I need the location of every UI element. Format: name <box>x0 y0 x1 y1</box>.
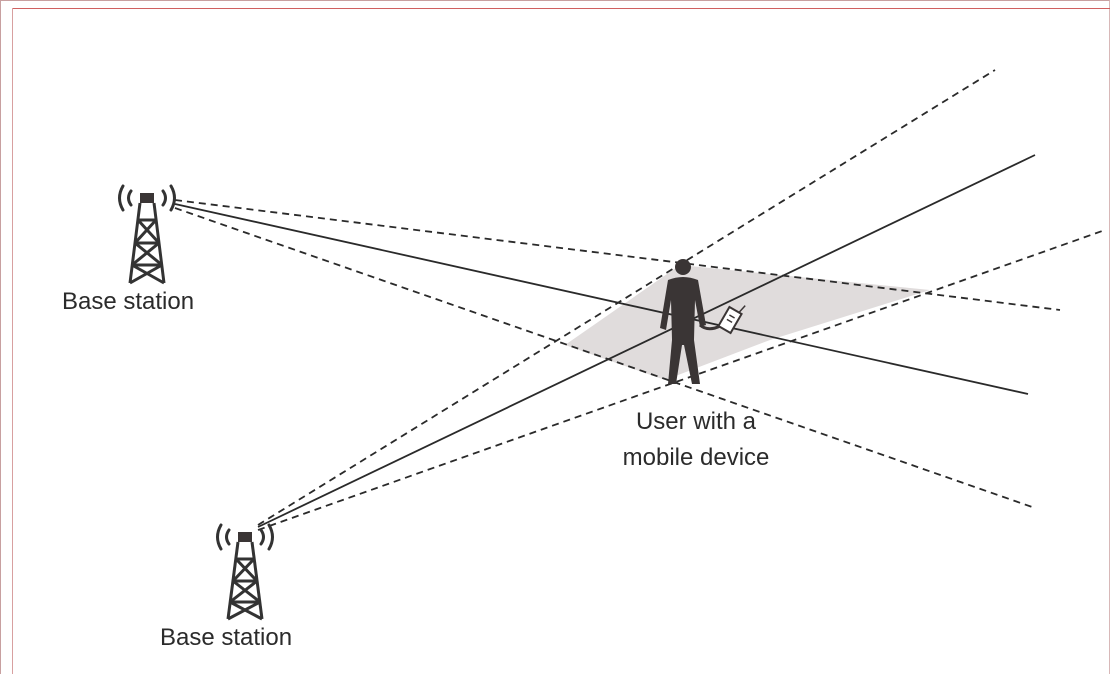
user-label-line2: mobile device <box>622 444 770 471</box>
bottom-beam-solid <box>257 154 1036 528</box>
bottom-beam-dashed-upper <box>257 69 996 526</box>
top-beam-solid <box>174 203 1029 395</box>
frame-left-rule <box>12 8 13 674</box>
base-station-top-label: Base station <box>62 288 195 315</box>
bottom-beam-dashed-lower <box>257 229 1106 531</box>
bottom-station-beams <box>257 69 1106 531</box>
top-station-beams <box>174 199 1061 509</box>
base-station-bottom-label: Base station <box>160 624 293 651</box>
mobile-device-icon <box>717 305 746 335</box>
frame-top-rule <box>12 8 1110 9</box>
top-beam-dashed-upper <box>174 199 1061 311</box>
user-label-line1: User with a <box>635 408 757 435</box>
tower-top-icon <box>118 184 176 285</box>
tower-bottom-icon <box>216 523 274 621</box>
top-beam-dashed-lower <box>174 207 1036 509</box>
user-figure-icon <box>660 259 746 384</box>
intersection-region <box>565 265 930 380</box>
